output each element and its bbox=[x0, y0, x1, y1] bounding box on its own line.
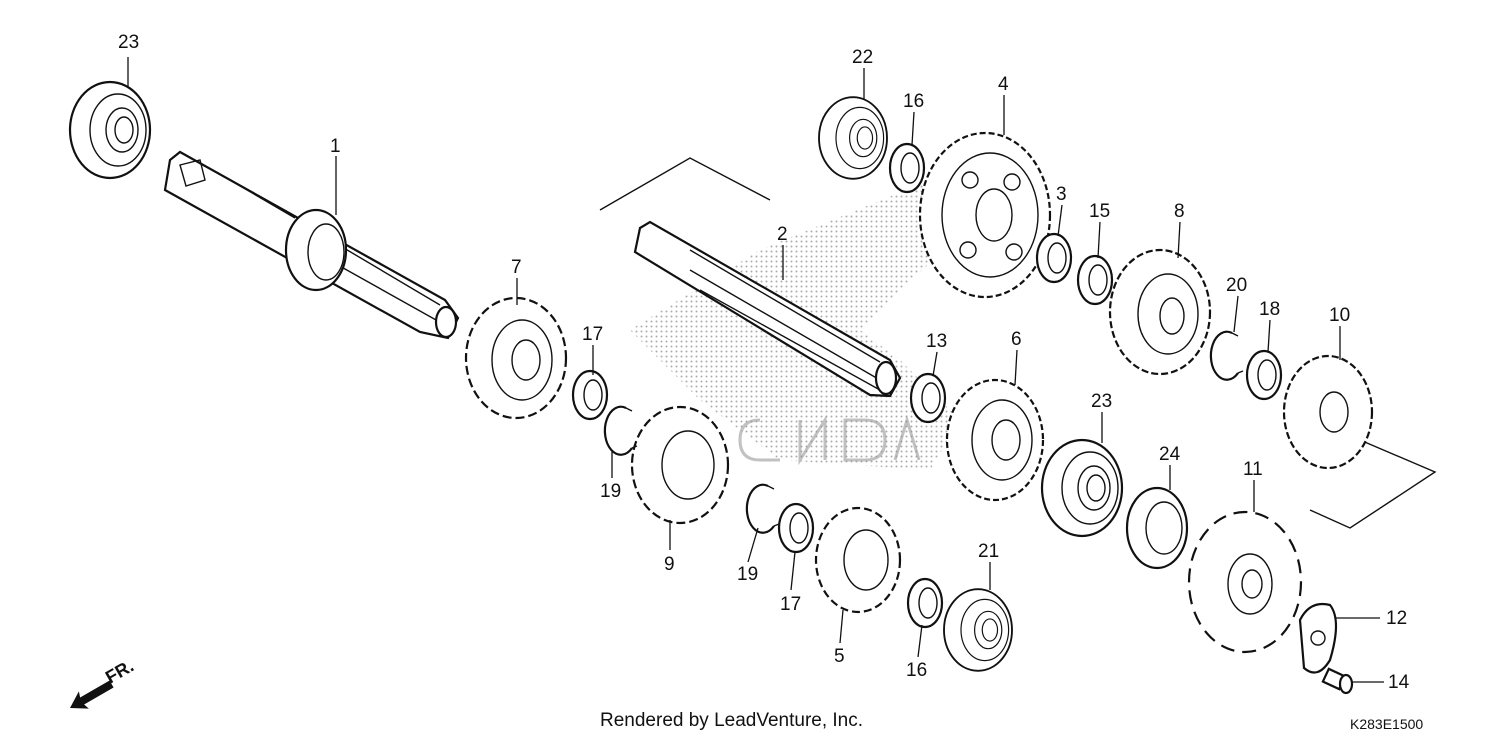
bushing-3 bbox=[1035, 232, 1073, 284]
callout-17-top: 17 bbox=[582, 324, 603, 345]
washer-15 bbox=[1076, 254, 1114, 306]
gear-10 bbox=[1282, 354, 1374, 470]
bearing-22 bbox=[818, 96, 888, 180]
countershaft-2 bbox=[633, 220, 902, 398]
sprocket-11 bbox=[1187, 510, 1303, 654]
circlip-19-bottom bbox=[745, 483, 781, 534]
callout-8: 8 bbox=[1174, 201, 1185, 222]
callout-24: 24 bbox=[1159, 444, 1181, 465]
callout-1: 1 bbox=[330, 136, 341, 157]
callout-16-bottom: 16 bbox=[906, 660, 927, 681]
gear-5 bbox=[814, 506, 902, 614]
diagram-code: K283E1500 bbox=[1350, 716, 1424, 732]
callout-14: 14 bbox=[1388, 672, 1410, 693]
gear-9 bbox=[630, 405, 730, 525]
oil-seal-24 bbox=[1125, 486, 1189, 570]
bearing-21 bbox=[943, 588, 1013, 672]
callout-22: 22 bbox=[852, 47, 873, 68]
bearing-23-right bbox=[1040, 438, 1124, 538]
callout-19-top: 19 bbox=[600, 481, 621, 502]
callout-17-bottom: 17 bbox=[780, 594, 801, 615]
callout-21: 21 bbox=[978, 541, 999, 562]
callout-16-top: 16 bbox=[903, 91, 924, 112]
washer-16-top bbox=[888, 142, 926, 194]
circlip-20 bbox=[1209, 330, 1245, 381]
mainshaft-1 bbox=[163, 150, 460, 340]
bolt-14 bbox=[1321, 667, 1354, 695]
bushing-13 bbox=[909, 372, 947, 424]
front-direction-arrow bbox=[70, 680, 114, 709]
callout-13: 13 bbox=[926, 331, 947, 352]
callout-3: 3 bbox=[1056, 184, 1067, 205]
callout-5: 5 bbox=[834, 646, 845, 667]
plate-12 bbox=[1298, 602, 1338, 674]
assembly-bracket-left bbox=[599, 157, 771, 211]
gear-8 bbox=[1108, 248, 1212, 376]
gear-4 bbox=[918, 131, 1052, 299]
assembly-bracket-right bbox=[1309, 439, 1437, 529]
watermark-letters bbox=[738, 414, 921, 466]
callout-10: 10 bbox=[1329, 305, 1350, 326]
gear-6 bbox=[945, 378, 1045, 502]
callout-12: 12 bbox=[1386, 608, 1407, 629]
callout-9: 9 bbox=[664, 554, 675, 575]
washer-17-bottom bbox=[777, 502, 815, 554]
callout-23-top: 23 bbox=[118, 32, 139, 53]
gear-7 bbox=[464, 296, 568, 420]
callout-20: 20 bbox=[1226, 275, 1247, 296]
washer-17-top bbox=[571, 369, 609, 421]
leader-lines bbox=[127, 57, 1384, 683]
washer-18 bbox=[1245, 349, 1283, 401]
bearing-23-top bbox=[68, 80, 152, 180]
circlip-19-top bbox=[603, 405, 639, 456]
render-credit: Rendered by LeadVenture, Inc. bbox=[600, 710, 864, 731]
callout-23-right: 23 bbox=[1091, 391, 1112, 412]
callout-7: 7 bbox=[511, 257, 522, 278]
callout-6: 6 bbox=[1011, 329, 1022, 350]
callout-15: 15 bbox=[1089, 201, 1110, 222]
callout-18: 18 bbox=[1259, 299, 1280, 320]
callout-19-bottom: 19 bbox=[737, 564, 758, 585]
callout-11: 11 bbox=[1243, 459, 1263, 480]
callout-4: 4 bbox=[998, 74, 1009, 95]
washer-16-bottom bbox=[906, 577, 944, 629]
callout-2: 2 bbox=[777, 224, 788, 245]
